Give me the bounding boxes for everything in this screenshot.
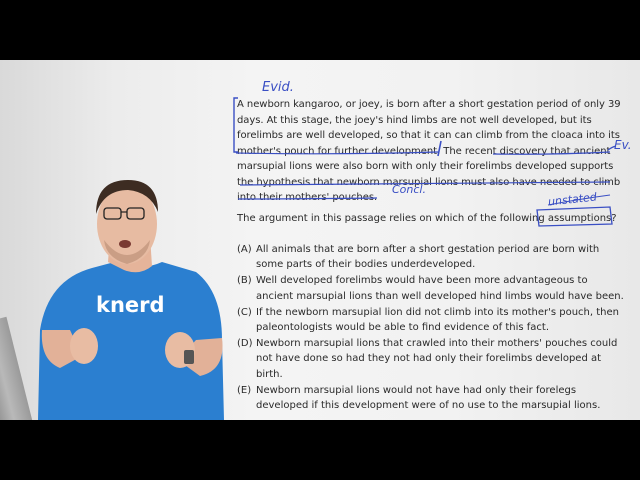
conclusion-underline-2 — [237, 197, 378, 200]
glasses-right — [126, 207, 145, 220]
assumptions-box — [536, 206, 613, 227]
passage-line: mother's pouch for further development. … — [237, 145, 611, 157]
annotation-evid: Evid. — [262, 80, 294, 95]
head — [97, 184, 157, 264]
choice-text: Newborn marsupial lions would not have h… — [256, 384, 601, 412]
passage-line: A newborn kangaroo, or joey, is born aft… — [237, 99, 621, 110]
choice-d[interactable]: (D) Newborn marsupial lions that crawled… — [237, 336, 627, 382]
choice-letter: (E) — [237, 384, 252, 396]
question-stem: The argument in this passage relies on w… — [237, 213, 617, 224]
mouth — [119, 240, 131, 248]
shirt-logo: knerd — [96, 293, 165, 317]
choice-text: All animals that are born after a short … — [256, 244, 600, 271]
choice-letter: (D) — [237, 338, 253, 350]
evidence-bracket — [233, 97, 238, 153]
right-arm — [178, 338, 223, 376]
choice-text: If the newborn marsupial lion did not cl… — [256, 306, 619, 334]
watch — [184, 350, 194, 364]
choice-letter: (A) — [237, 244, 252, 255]
passage-line: marsupial lions were also born with only… — [237, 161, 614, 172]
passage-line: days. At this stage, the joey's hind lim… — [237, 114, 592, 126]
answer-choices: (A) All animals that are born after a sh… — [237, 242, 627, 414]
shirt — [38, 260, 224, 420]
choice-letter: (B) — [237, 275, 252, 287]
choice-text: Newborn marsupial lions that crawled int… — [256, 338, 618, 380]
beard — [104, 240, 150, 264]
discovery-underline — [492, 151, 611, 155]
evidence-underline — [235, 151, 439, 155]
passage-line: forelimbs are well developed, so that it… — [237, 130, 620, 141]
annotation-ev: Ev. — [614, 138, 632, 152]
choice-b[interactable]: (B) Well developed forelimbs would have … — [237, 273, 627, 303]
argument-passage: A newborn kangaroo, or joey, is born aft… — [237, 97, 621, 206]
unstated-brace — [547, 194, 611, 206]
hair — [96, 180, 158, 214]
choice-c[interactable]: (C) If the newborn marsupial lion did no… — [237, 305, 627, 335]
conclusion-underline — [239, 181, 611, 186]
divider-mark — [437, 140, 442, 157]
choice-a[interactable]: (A) All animals that are born after a sh… — [237, 242, 627, 272]
choice-letter: (C) — [237, 306, 252, 318]
evidence-arrow — [607, 145, 617, 151]
passage-line: into their mothers' pouches. — [237, 192, 378, 203]
passage-line: the hypothesis that newborn marsupial li… — [237, 176, 621, 188]
annotation-concl: Concl. — [392, 183, 426, 196]
choice-e[interactable]: (E) Newborn marsupial lions would not ha… — [237, 383, 627, 413]
glasses-left — [103, 207, 122, 220]
left-hand — [70, 328, 98, 364]
choice-text: Well developed forelimbs would have been… — [256, 275, 624, 302]
